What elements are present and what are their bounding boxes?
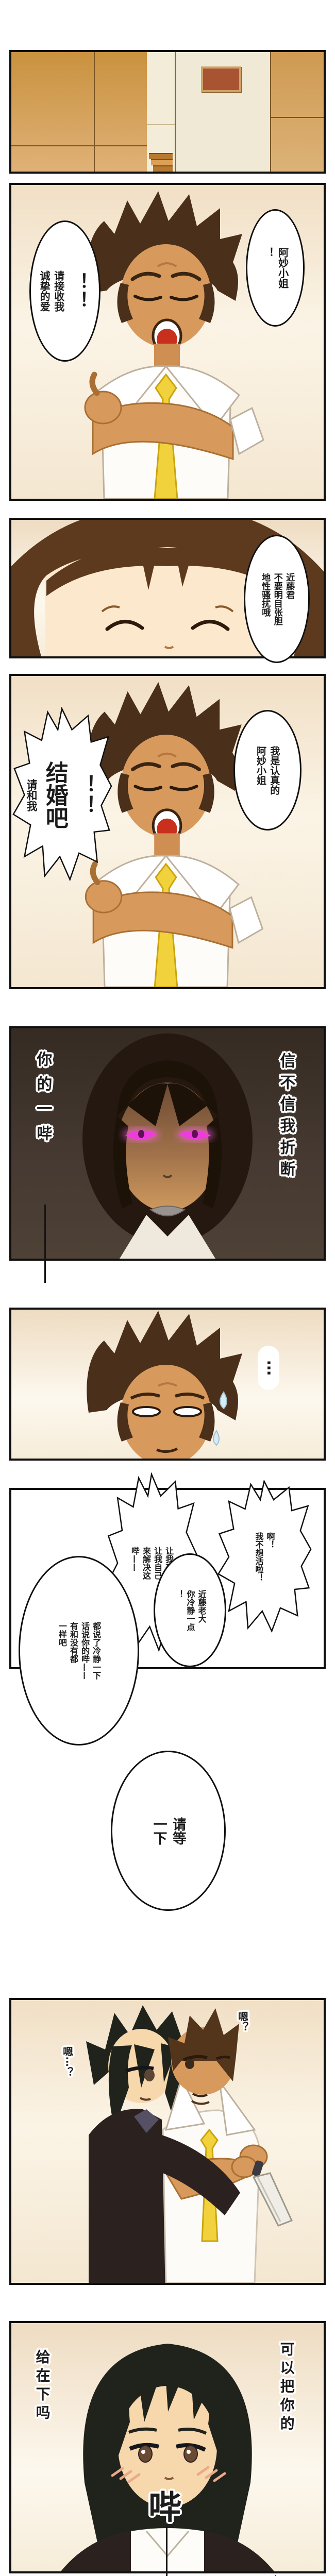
speech-bubble: 请接收我 诚挚的爱 ！！ [29,221,100,362]
speech-text-big: 结婚吧 [41,761,68,829]
beep-dash-line [166,2526,167,2576]
panel-hijikata-blush [9,2321,326,2573]
menace-text-right: 信不信我折断 [277,1053,295,1182]
speech-bubble: 都说了冷静一下 话说你的哔—— 有和没有都 一样吧 [19,1556,139,1745]
speech-text: 请和我 [25,778,38,811]
burst-shape [11,707,112,883]
kondo-sweat-figure [87,1311,242,1459]
menace-text-left: 你的一哔 [34,1051,52,1150]
stair-step [149,153,173,159]
burst-shape [216,1480,312,1634]
ask-text-right: 可以把你的 [278,2342,295,2434]
panel-otae-menace [9,1026,326,1261]
hmm-text-left: 嗯⋯？ [61,2046,74,2077]
hallway-line [147,124,175,125]
speech-bubble: 近藤老大 你冷静一点 ！ [154,1553,226,1667]
wait-text: 请等 一下 [150,1817,186,1845]
speech-bubble: 近藤君 不要明目张胆 地性骚扰哦 [244,535,310,663]
kondo-figure [85,682,264,987]
hallway-left-wall [11,52,147,172]
speech-exclamation: ！！ [72,774,96,816]
speech-text: 近藤老大 你冷静一点 ！ [174,1589,207,1631]
ellipsis-bubble: ⋯ [258,1346,279,1390]
otae-figure [11,520,324,656]
speech-text: 都说了冷静一下 话说你的哔—— 有和没有都 一样吧 [57,1622,102,1680]
speech-text: 请接收我 诚挚的爱 [38,270,65,312]
speech-bubble-spiky: 啊！ 我不想活啦！ [216,1480,312,1634]
wall-divider [11,145,147,146]
hallway-white-wall [176,52,270,172]
hallway-right-wall [271,52,324,172]
kondo-figure [84,191,264,499]
hmm-text-right: 嗯？ [236,2011,249,2032]
wall-divider [94,52,95,172]
speech-bubble: 我是认真的 阿妙小姐 [233,710,301,831]
speech-text: 阿妙小姐 ！ [262,247,289,289]
wall-divider [271,117,324,118]
wait-bubble: 请等 一下 [111,1751,226,1911]
panel-knife-scene [9,1998,326,2285]
speech-text: 我是认真的 阿妙小姐 [255,745,280,795]
picture-frame [201,66,241,92]
otae-dark-figure [82,1033,253,1259]
speech-exclamation: ！！ [68,273,89,310]
hallway-opening [147,52,175,172]
speech-text: 近藤君 不要明目张胆 地性骚扰哦 [260,572,295,625]
stair-step [153,165,173,172]
wall-divider [270,52,271,172]
door-frame-line [175,52,176,172]
speech-text: 啊！ 我不想活啦！ [254,1532,275,1582]
beep-text: 哔 [148,2489,181,2527]
ask-text-left: 给在下吗 [34,2349,51,2424]
ellipsis-text: ⋯ [259,1360,278,1376]
stair-step [151,159,173,165]
hijikata-figure [61,2344,274,2571]
speech-bubble-spiky: 请和我 结婚吧 ！！ [11,707,112,883]
speech-bubble: 阿妙小姐 ！ [246,209,305,327]
panel-hallway [9,50,326,174]
panel-kondo-sweat [9,1308,326,1461]
hijikata-kondo-figures [86,2005,293,2283]
beep-dash-line [44,1205,46,1283]
